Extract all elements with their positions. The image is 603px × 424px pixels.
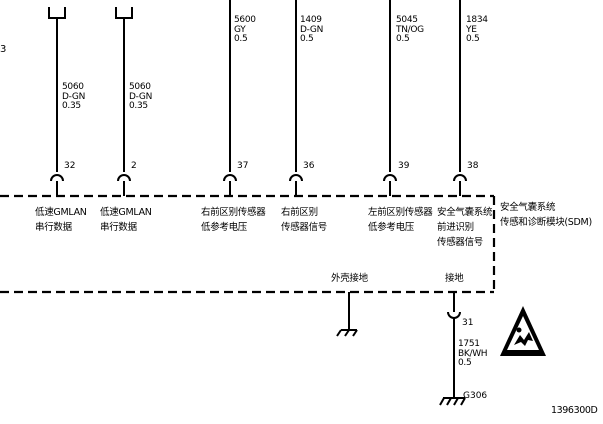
wire-color: TN/OG [396, 24, 424, 35]
wire-circuit: 1751 [458, 339, 480, 349]
wire-label: 5060 D-GN 0.35 [129, 82, 153, 112]
signal-label: 低速GMLAN 串行数据 [35, 207, 87, 233]
wire-label: 1834 YE 0.5 [466, 15, 488, 45]
wire-color: D-GN [129, 91, 153, 102]
wire-color: GY [234, 24, 246, 35]
wire-gauge: 0.5 [466, 34, 480, 45]
wire-circuit: 5060 [62, 82, 84, 92]
pin-arc-31 [447, 311, 461, 319]
wire-label: 5600 GY 0.5 [234, 15, 256, 45]
pin-arc-32 [50, 174, 64, 182]
wire-circuit: 1409 [300, 15, 322, 25]
housing-ground-label: 外壳接地 [331, 273, 368, 284]
stray-char: 3 [0, 44, 7, 55]
esd-warning-icon [500, 306, 546, 356]
wire-gauge: 0.35 [129, 101, 148, 112]
pin-number: 32 [64, 161, 76, 171]
pin-number: 38 [467, 161, 479, 171]
wire-color: D-GN [62, 91, 86, 102]
pin-number: 37 [237, 161, 249, 171]
figure-id: 1396300D [551, 405, 598, 416]
signal-label: 低速GMLAN 串行数据 [100, 207, 152, 233]
wire-gauge: 0.5 [458, 358, 472, 369]
wire-gauge: 0.35 [62, 101, 81, 112]
pin-number: 2 [131, 161, 137, 171]
wire-gauge: 0.5 [234, 34, 248, 45]
pin-arc-36 [289, 174, 303, 182]
pin-arc-2 [117, 174, 131, 182]
wire-circuit: 5060 [129, 82, 151, 92]
wire-color: BK/WH [458, 348, 488, 359]
signal-label: 右前区别传感器 低参考电压 [201, 207, 266, 233]
wire-circuit: 5600 [234, 15, 256, 25]
ground-wire-label: 1751 BK/WH 0.5 [458, 339, 488, 369]
ground-label: 接地 [445, 273, 464, 284]
pin-arc-37 [223, 174, 237, 182]
wire-circuit: 5045 [396, 15, 418, 25]
signal-label: 左前区别传感器 低参考电压 [368, 207, 433, 233]
pin-arc-39 [383, 174, 397, 182]
module-name: 安全气囊系统 传感和诊断模块(SDM) [500, 202, 592, 228]
connector-bracket-left [48, 7, 66, 19]
signal-label: 右前区别 传感器信号 [281, 207, 328, 233]
wire-circuit: 1834 [466, 15, 488, 25]
wire-gauge: 0.5 [300, 34, 314, 45]
wire-label: 1409 D-GN 0.5 [300, 15, 324, 45]
pin-arc-38 [453, 174, 467, 182]
wire-label: 5045 TN/OG 0.5 [396, 15, 424, 45]
wire-label: 5060 D-GN 0.35 [62, 82, 86, 112]
wire-gauge: 0.5 [396, 34, 410, 45]
ground-pin-number: 31 [462, 318, 474, 328]
signal-label: 安全气囊系统 前进识别 传感器信号 [437, 207, 493, 248]
ground-point-label: G306 [463, 391, 488, 401]
pin-number: 39 [398, 161, 410, 171]
connector-bracket-right [115, 7, 133, 19]
wire-color: YE [466, 24, 477, 35]
wire-color: D-GN [300, 24, 324, 35]
pin-number: 36 [303, 161, 315, 171]
